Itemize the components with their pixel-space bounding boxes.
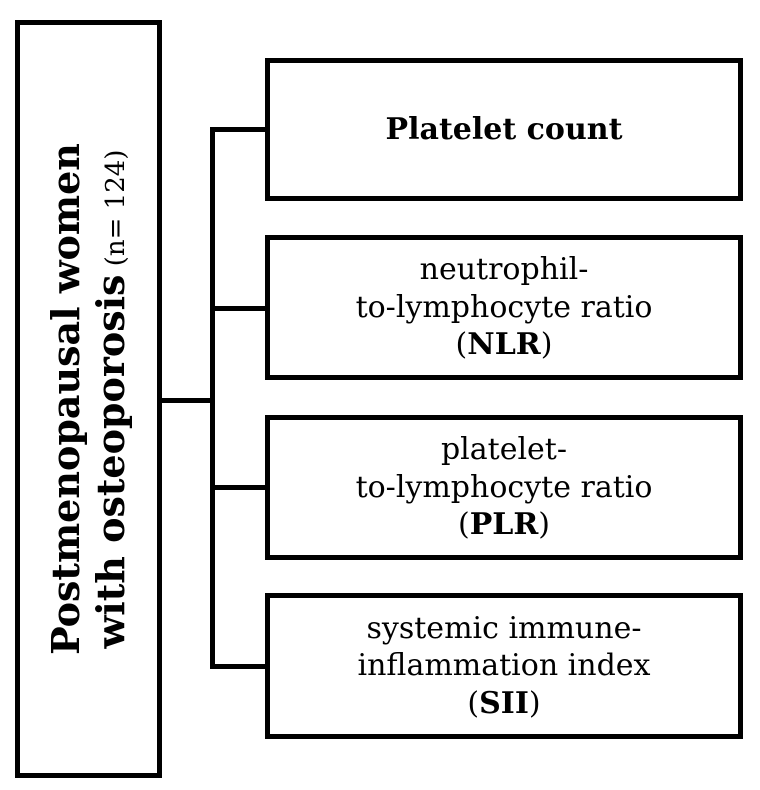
nlr-abbr-line: (NLR) xyxy=(455,327,553,363)
plr-label: platelet- to-lymphocyte ratio (PLR) xyxy=(356,431,653,544)
connector-branch-3 xyxy=(210,485,265,490)
sii-line-1: systemic immune- xyxy=(366,610,642,646)
sii-abbr: SII xyxy=(479,685,529,721)
population-line-1: Postmenopausal women xyxy=(42,143,88,655)
nlr-abbr: NLR xyxy=(467,327,541,363)
sii-abbr-line: (SII) xyxy=(467,685,541,721)
connector-branch-2 xyxy=(210,306,265,311)
sii-label: systemic immune- inflammation index (SII… xyxy=(358,610,651,723)
sii-box: systemic immune- inflammation index (SII… xyxy=(265,593,743,739)
nlr-line-2: to-lymphocyte ratio xyxy=(355,289,653,325)
population-box: Postmenopausal women with osteoporosis (… xyxy=(15,20,162,778)
platelet-count-label: Platelet count xyxy=(385,112,623,147)
population-condition: with osteoporosis xyxy=(87,274,133,649)
population-line-2: with osteoporosis (n= 124) xyxy=(87,39,134,759)
platelet-count-box: Platelet count xyxy=(265,58,743,201)
connector-main xyxy=(162,398,214,403)
plr-line-2: to-lymphocyte ratio xyxy=(355,469,653,505)
connector-branch-1 xyxy=(210,127,265,132)
connector-branch-4 xyxy=(210,664,265,669)
sample-size: (n= 124) xyxy=(100,149,131,275)
nlr-line-1: neutrophil- xyxy=(419,252,589,288)
population-label: Postmenopausal women with osteoporosis (… xyxy=(42,39,134,759)
nlr-label: neutrophil- to-lymphocyte ratio (NLR) xyxy=(356,251,653,364)
plr-abbr: PLR xyxy=(469,507,539,543)
plr-box: platelet- to-lymphocyte ratio (PLR) xyxy=(265,415,743,560)
sii-line-2: inflammation index xyxy=(357,648,651,684)
plr-line-1: platelet- xyxy=(440,432,568,468)
nlr-box: neutrophil- to-lymphocyte ratio (NLR) xyxy=(265,235,743,380)
plr-abbr-line: (PLR) xyxy=(457,507,551,543)
connector-trunk xyxy=(210,127,215,669)
